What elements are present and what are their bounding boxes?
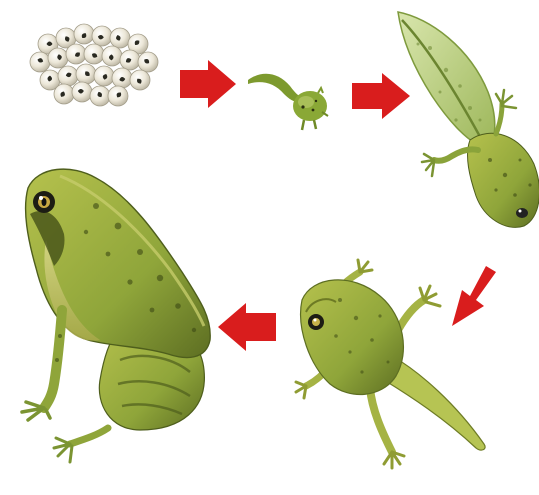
right-arrow-icon [180,60,236,108]
tadpole-with-legs-icon [398,12,539,227]
hatchling-tadpole-icon [248,74,328,130]
frog-eggs-icon [30,24,158,106]
left-arrow-icon [218,303,276,351]
right-arrow-icon [352,73,410,119]
adult-frog-icon [22,169,210,462]
froglet-icon [296,260,485,468]
down-left-arrow-icon [452,266,496,326]
